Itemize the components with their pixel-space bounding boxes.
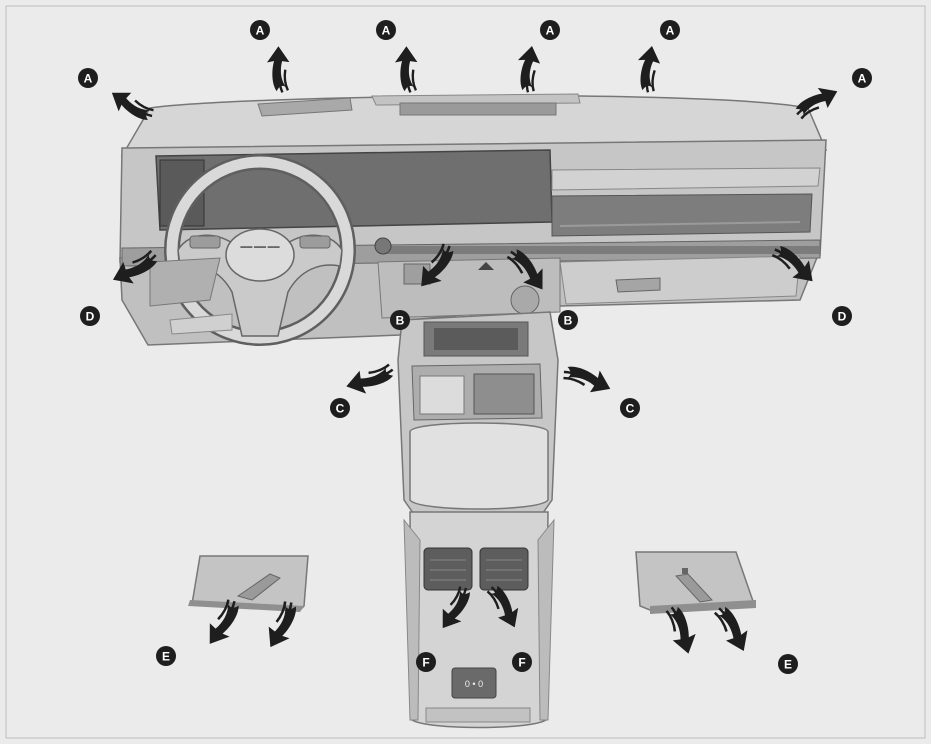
label-letter: B: [564, 314, 573, 328]
label-letter: A: [546, 24, 555, 38]
label-letter: A: [382, 24, 391, 38]
label-b-2: B: [558, 310, 578, 330]
label-a-1: A: [78, 68, 98, 88]
label-f-2: F: [512, 652, 532, 672]
label-a-3: A: [376, 20, 396, 40]
label-f-1: F: [416, 652, 436, 672]
label-letter: A: [84, 72, 93, 86]
label-letter: C: [626, 402, 635, 416]
label-letter: B: [396, 314, 405, 328]
usb-ports-label: 0 • 0: [465, 679, 483, 689]
label-c-2: C: [620, 398, 640, 418]
label-letter: A: [858, 72, 867, 86]
wheel-logo-text: ▬▬ ▬▬ ▬▬: [240, 244, 279, 250]
label-c-1: C: [330, 398, 350, 418]
label-letter: E: [784, 658, 792, 672]
label-a-4: A: [540, 20, 560, 40]
label-b-1: B: [390, 310, 410, 330]
label-letter: A: [256, 24, 265, 38]
label-letter: F: [518, 656, 525, 670]
label-letter: E: [162, 650, 170, 664]
label-e-2: E: [778, 654, 798, 674]
label-d-1: D: [80, 306, 100, 326]
label-letter: D: [86, 310, 95, 324]
label-letter: A: [666, 24, 675, 38]
label-letter: D: [838, 310, 847, 324]
label-a-6: A: [852, 68, 872, 88]
label-a-2: A: [250, 20, 270, 40]
label-a-5: A: [660, 20, 680, 40]
label-letter: C: [336, 402, 345, 416]
display-screen: [156, 150, 552, 230]
label-d-2: D: [832, 306, 852, 326]
label-letter: F: [422, 656, 429, 670]
label-e-1: E: [156, 646, 176, 666]
floor-duct-right: [636, 552, 756, 614]
